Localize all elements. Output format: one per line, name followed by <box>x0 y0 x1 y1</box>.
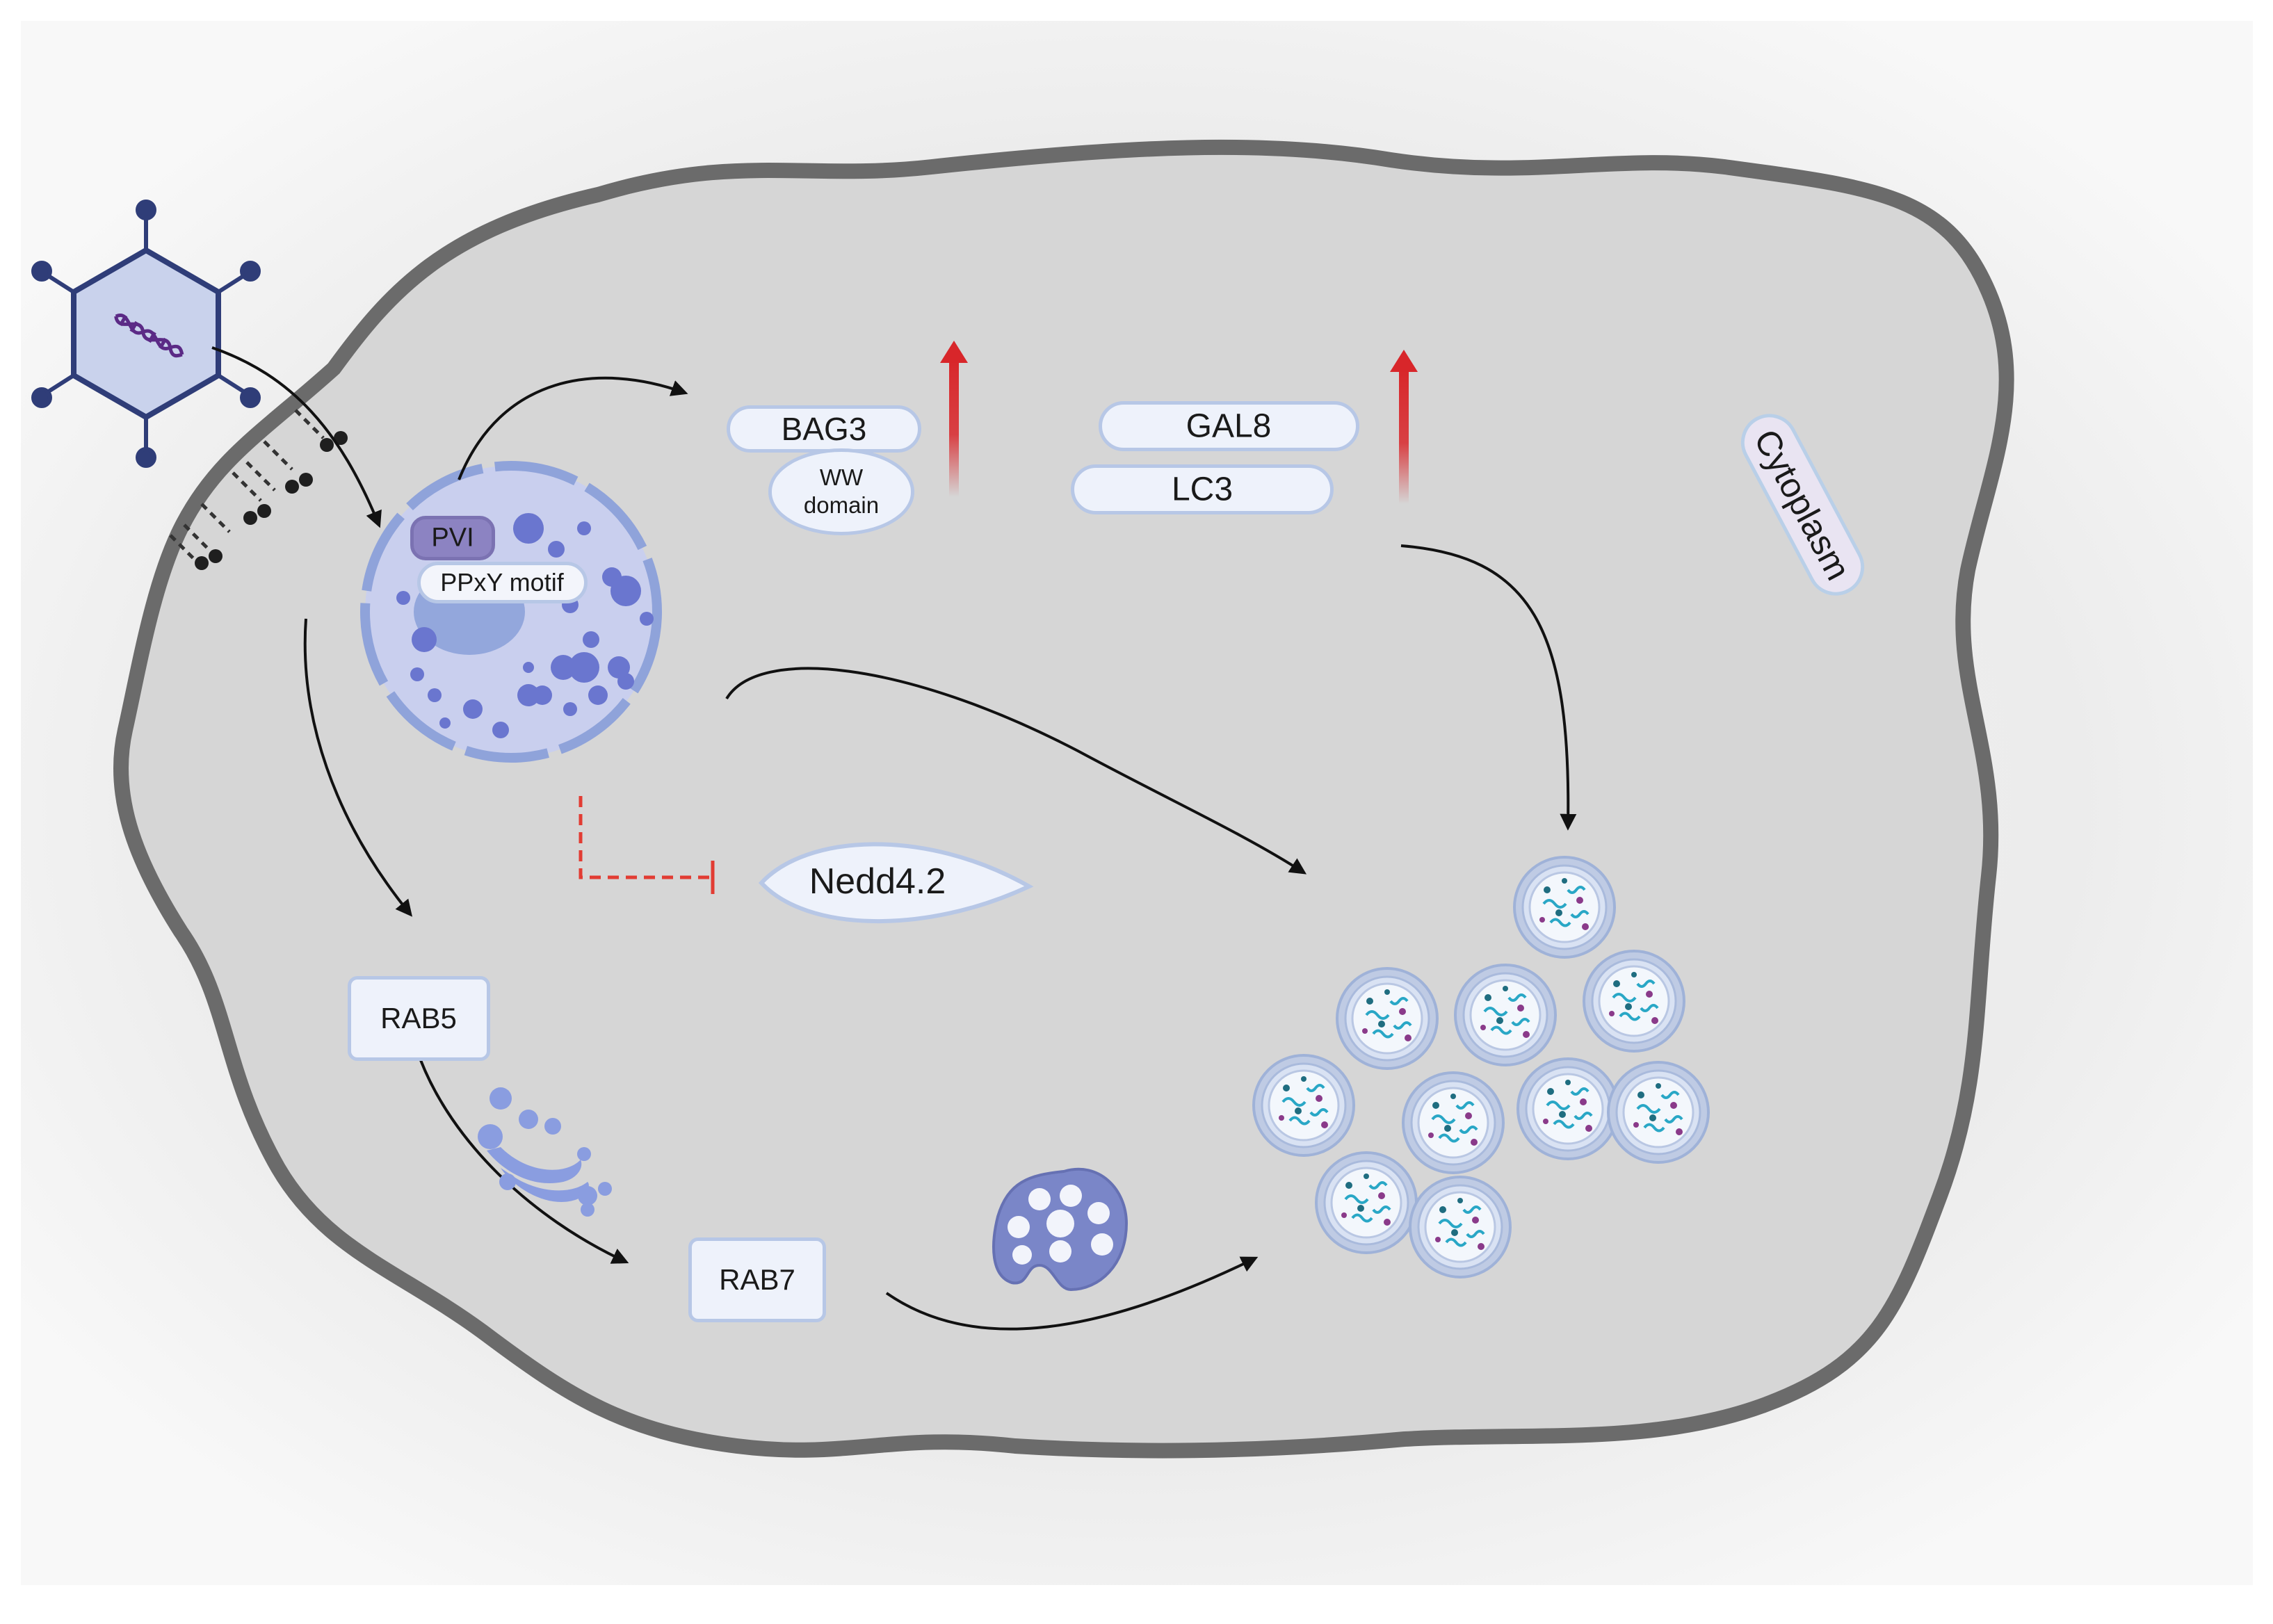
rab5-label: RAB5 <box>380 1002 457 1034</box>
rab7-box <box>688 1237 826 1322</box>
gal8-up-arrow-icon <box>1390 350 1418 504</box>
receptor-heads <box>195 431 348 570</box>
lc3-box <box>1071 464 1334 514</box>
bag3-up-arrow-icon <box>940 341 968 497</box>
gal8-box <box>1099 401 1359 451</box>
rab5-to-rab7-arrow <box>419 1059 629 1264</box>
pvi-box <box>410 516 495 560</box>
nucleus-to-bag3-arrow <box>458 376 688 480</box>
rab7-label: RAB7 <box>719 1263 795 1296</box>
lysosome-icon <box>992 1167 1129 1292</box>
nucleus-icon <box>360 461 662 763</box>
ppxy-box <box>417 562 588 603</box>
lc3-label: LC3 <box>1171 471 1233 508</box>
receptor-icon <box>169 409 325 565</box>
entry-arrow <box>211 346 382 528</box>
gal8-label: GAL8 <box>1186 407 1272 445</box>
rab7-to-autophagy-arrow <box>885 1256 1259 1331</box>
pvi-label: PVI <box>431 523 474 553</box>
ww-domain-label: WW domain <box>803 464 880 518</box>
rab5-box <box>348 976 490 1061</box>
nedd4-2-shape <box>758 842 1034 924</box>
nucleus-to-rab5-arrow <box>303 618 413 917</box>
virus-icon <box>31 200 261 468</box>
ww-domain-box <box>768 448 914 535</box>
lc3-to-autophagy-arrow <box>1400 544 1577 831</box>
nedd-label: Nedd4.2 <box>809 861 946 902</box>
dna-icon <box>114 314 184 358</box>
nucleus-to-autophagy-arrow <box>725 667 1307 875</box>
bag3-label: BAG3 <box>781 411 867 447</box>
golgi-icon <box>478 1087 612 1217</box>
inhibition-arrow <box>579 796 715 894</box>
ppxy-label: PPxY motif <box>440 568 564 596</box>
